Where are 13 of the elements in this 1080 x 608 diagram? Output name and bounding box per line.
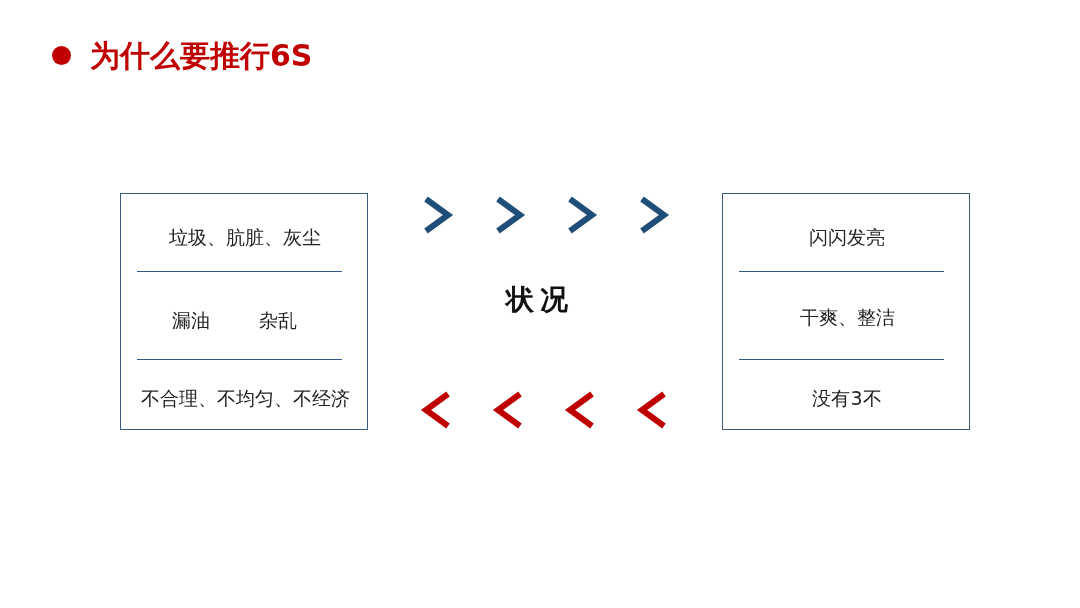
item-text: 干爽、整洁	[799, 305, 895, 330]
chevron-arrow	[423, 196, 670, 234]
item-text: 垃圾、肮脏、灰尘	[169, 225, 321, 250]
chevron-arrow	[420, 391, 667, 429]
item-text: 没有3不	[812, 386, 882, 411]
text-card	[722, 193, 970, 430]
title: 为什么要推行6S	[90, 37, 313, 75]
text-card	[120, 193, 368, 430]
item-text: 不合理、不均匀、不经济	[140, 386, 350, 411]
item-text: 闪闪发亮	[809, 225, 885, 250]
item-text: 杂乱	[259, 308, 297, 333]
center-label: 状况	[506, 282, 574, 318]
item-text: 漏油	[172, 308, 210, 333]
